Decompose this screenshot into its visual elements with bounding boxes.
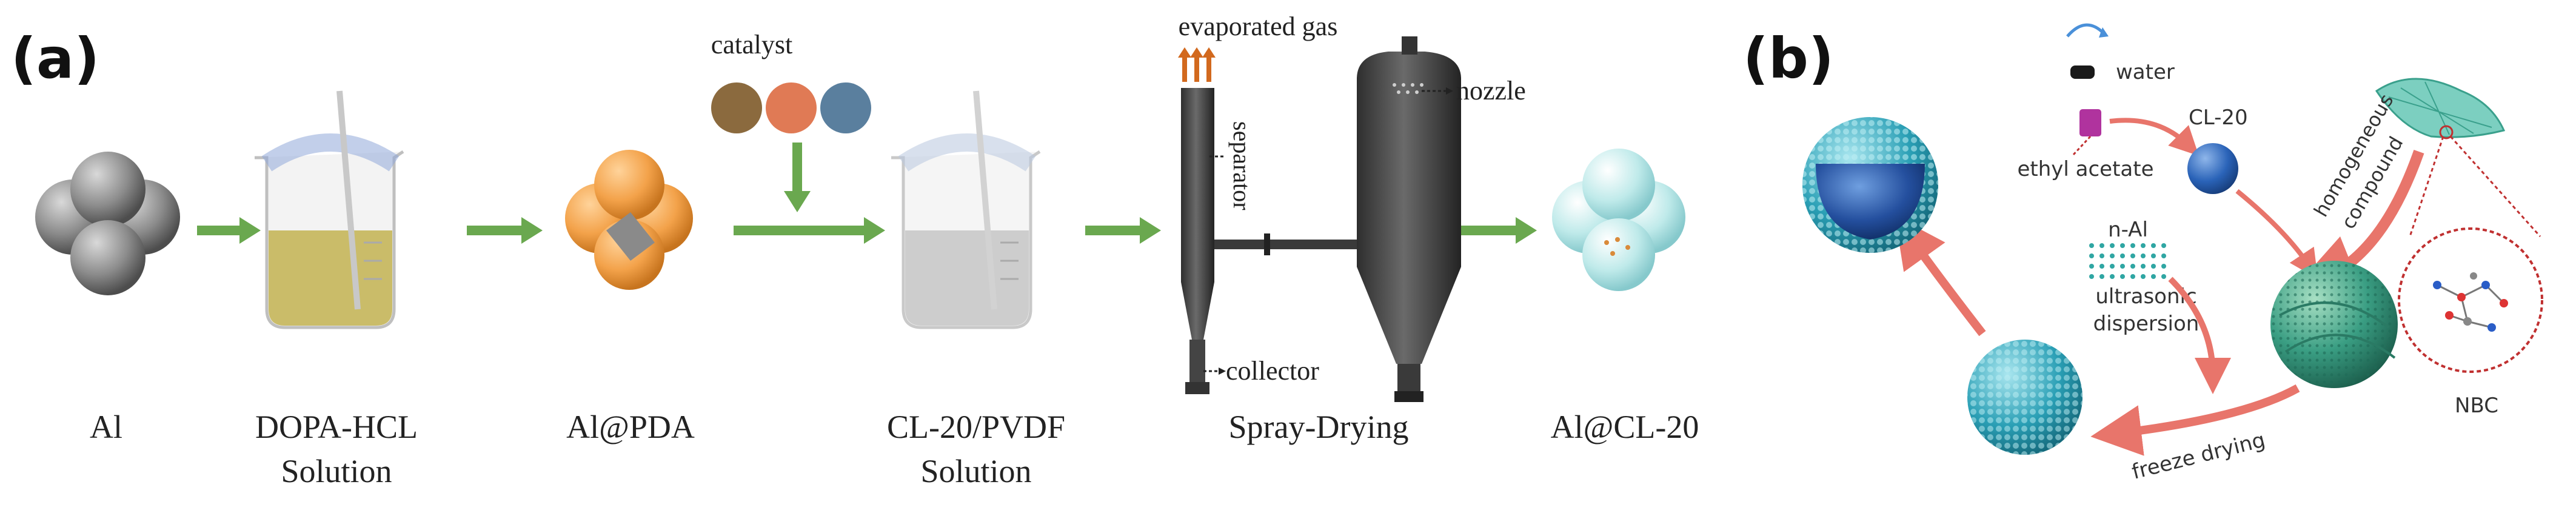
beaker-cl20 <box>891 90 1041 329</box>
n-al-dot <box>2099 243 2104 248</box>
n-al-dot <box>2089 274 2094 279</box>
spray-dryer <box>1181 36 1461 402</box>
final-coated-sphere <box>1802 117 1938 253</box>
n-al-dot <box>2099 253 2104 258</box>
n-al-dot <box>2141 264 2146 269</box>
step-label-al-pda: Al@PDA <box>566 409 695 445</box>
process-arrow-2 <box>467 217 543 244</box>
n-al-dot <box>2120 253 2125 258</box>
nbc-label: NBC <box>2455 394 2498 418</box>
n-al-dot <box>2120 243 2125 248</box>
arrow-ultrasonic <box>2168 277 2231 394</box>
beaker-dopa <box>255 90 404 329</box>
freeze-drying-label: freeze drying <box>2130 428 2268 485</box>
n-al-label: n-Al <box>2108 218 2148 242</box>
process-arrow-3 <box>734 217 885 244</box>
n-al-dot <box>2161 243 2166 248</box>
catalyst-particles <box>711 82 871 133</box>
n-al-dot <box>2151 264 2156 269</box>
ethyl-acetate-vial <box>2072 109 2101 156</box>
separator-label: separator <box>1228 121 1256 210</box>
n-al-dot <box>2130 253 2135 258</box>
nozzle-pointer-head <box>1446 87 1453 95</box>
step-label-cl20-solution: Solution <box>920 453 1031 489</box>
al-particles <box>35 152 180 295</box>
cl20-label: CL-20 <box>2189 106 2248 130</box>
collector-pointer-head <box>1219 367 1226 375</box>
n-al-dot <box>2151 274 2156 279</box>
n-al-dot <box>2141 253 2146 258</box>
n-al-dot <box>2130 274 2135 279</box>
catalyst-down-arrow <box>784 143 811 212</box>
n-al-dot <box>2130 243 2135 248</box>
step-label-cl20-pvdf: CL-20/PVDF <box>887 409 1065 445</box>
al-pda-particles <box>565 150 693 290</box>
gas-arrows <box>1178 47 1216 82</box>
arrow-to-final <box>1895 215 1986 337</box>
dispersion-label: dispersion <box>2093 312 2200 336</box>
process-arrow-4 <box>1085 217 1161 244</box>
n-al-dot <box>2161 264 2166 269</box>
step-label-dopa: DOPA-HCL <box>255 409 418 445</box>
n-al-dot <box>2151 253 2156 258</box>
n-al-dot <box>2161 274 2166 279</box>
arrow-to-cl20 <box>2109 118 2199 156</box>
nbc-mesh <box>2375 78 2541 238</box>
n-al-dot <box>2130 264 2135 269</box>
n-al-dot <box>2141 243 2146 248</box>
collector-label: collector <box>1226 356 1319 386</box>
ethyl-acetate-label: ethyl acetate <box>2017 157 2153 181</box>
nozzle-label: nozzle <box>1456 76 1526 106</box>
n-al-dots <box>2089 243 2166 279</box>
al-cl20-particles <box>1552 149 1685 291</box>
cl20-sphere <box>2187 143 2238 194</box>
arrow-cl20-to-ball <box>2235 189 2318 279</box>
n-al-dot <box>2110 243 2115 248</box>
n-al-dot <box>2110 253 2115 258</box>
step-label-al: Al <box>90 409 122 445</box>
step-label-spray-drying: Spray-Drying <box>1229 409 1409 445</box>
panel-b-label: (b) <box>1743 26 1834 91</box>
composite-ball-green <box>2270 261 2398 388</box>
nbc-molecule-circle <box>2398 227 2543 373</box>
arrow-freeze-drying <box>2090 384 2300 456</box>
water-icon <box>2066 23 2109 79</box>
step-label-al-cl20: Al@CL-20 <box>1551 409 1699 445</box>
step-label-dopa-solution: Solution <box>281 453 392 489</box>
water-label: water <box>2116 60 2175 84</box>
evaporated-gas-label: evaporated gas <box>1179 12 1338 41</box>
panel-a-label: (a) <box>11 26 99 91</box>
n-al-dot <box>2089 243 2094 248</box>
n-al-dot <box>2161 253 2166 258</box>
n-al-dot <box>2141 274 2146 279</box>
n-al-dot <box>2120 274 2125 279</box>
process-arrow-5 <box>1461 217 1537 244</box>
catalyst-label: catalyst <box>711 30 792 59</box>
n-al-dot <box>2110 274 2115 279</box>
n-al-dot <box>2099 274 2104 279</box>
n-al-dot <box>2089 264 2094 269</box>
n-al-dot <box>2099 264 2104 269</box>
n-al-dot <box>2151 243 2156 248</box>
n-al-dot <box>2120 264 2125 269</box>
teal-ball <box>1967 340 2083 455</box>
n-al-dot <box>2110 264 2115 269</box>
n-al-dot <box>2089 253 2094 258</box>
process-arrow-1 <box>197 217 261 244</box>
